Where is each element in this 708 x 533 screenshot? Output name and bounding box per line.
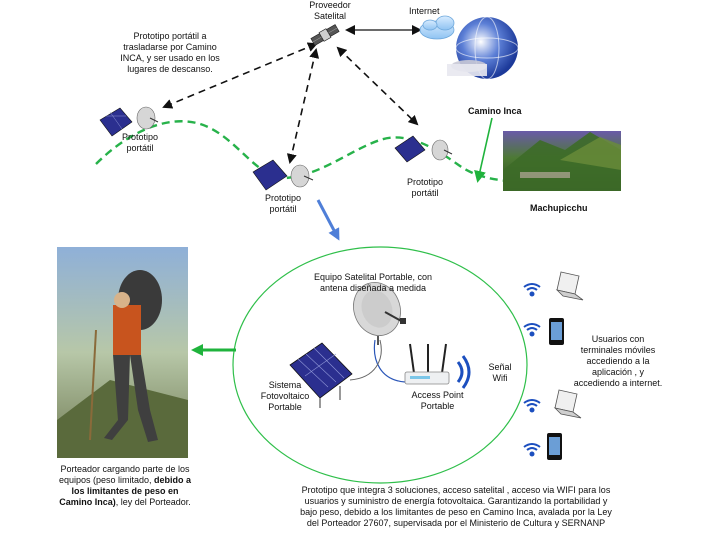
pv-line: Sistema bbox=[268, 380, 302, 390]
users-line: Usuarios con bbox=[591, 334, 645, 344]
note-line: lugares de descanso. bbox=[127, 64, 213, 74]
users-line: accediendo a internet. bbox=[573, 378, 663, 388]
camino-inca-trail bbox=[95, 120, 513, 184]
wifi-icon bbox=[523, 399, 541, 413]
bottom-caption-line: Prototipo que integra 3 soluciones, acce… bbox=[301, 485, 611, 495]
wifi-signal-label: Señal Wifi bbox=[480, 362, 520, 384]
machupicchu-photo bbox=[503, 131, 621, 191]
users-line: aplicación , y bbox=[591, 367, 645, 377]
dish-icon bbox=[136, 106, 159, 130]
dish-icon bbox=[353, 282, 406, 345]
porter-caption-part: , ley del Porteador. bbox=[115, 497, 191, 507]
arrow-satellite-to-proto-center bbox=[286, 48, 320, 164]
cloud-icon bbox=[419, 15, 455, 40]
bottom-caption: Prototipo que integra 3 soluciones, acce… bbox=[276, 485, 636, 529]
porter-caption-line: Porteador cargando parte de los bbox=[60, 464, 190, 474]
provider-label-line: Proveedor bbox=[309, 0, 351, 10]
proto-label-line: Prototipo bbox=[121, 132, 159, 142]
note-line: Prototipo portátil a bbox=[133, 31, 207, 41]
solar-panel-icon bbox=[99, 107, 133, 137]
equipment-title-line: antena diseñada a medida bbox=[319, 283, 427, 293]
solar-panel-icon bbox=[252, 159, 288, 191]
bottom-caption-line: bajo peso, debido a los limitantes de pe… bbox=[300, 507, 612, 517]
note-line: trasladarse por Camino bbox=[123, 42, 217, 52]
proto-label-left: Prototipo portátil bbox=[110, 132, 170, 154]
blue-arrow-to-system bbox=[316, 199, 340, 241]
phone-icon bbox=[547, 433, 562, 460]
porter-caption-part: equipos (peso limitado, bbox=[58, 475, 155, 485]
porter-caption-bold: Camino Inca) bbox=[59, 497, 116, 507]
porter-caption-line: Camino Inca), ley del Porteador. bbox=[45, 497, 205, 508]
prototype-note: Prototipo portátil a trasladarse por Cam… bbox=[95, 31, 245, 75]
porter-caption: Porteador cargando parte de los equipos … bbox=[45, 464, 205, 508]
provider-label: Proveedor Satelital bbox=[300, 0, 360, 22]
users-line: terminales móviles bbox=[580, 345, 656, 355]
provider-label-line: Satelital bbox=[313, 11, 347, 21]
proto-label-line: portátil bbox=[269, 204, 297, 214]
cable bbox=[373, 339, 406, 383]
equipment-title: Equipo Satelital Portable, con antena di… bbox=[298, 272, 448, 294]
system-circle bbox=[232, 246, 528, 484]
ap-line: Portable bbox=[420, 401, 455, 411]
camino-inca-label: Camino Inca bbox=[468, 106, 522, 116]
camino-inca-arrow bbox=[474, 117, 493, 183]
porter-photo bbox=[57, 247, 188, 458]
arrow-satellite-to-proto-right bbox=[336, 46, 419, 126]
bottom-caption-line: usuarios y suministro de energía fotovol… bbox=[304, 496, 608, 506]
access-point-label: Access Point Portable bbox=[400, 390, 475, 412]
pv-line: Portable bbox=[268, 402, 302, 412]
users-note: Usuarios con terminales móviles accedien… bbox=[563, 334, 673, 389]
proto-label-line: portátil bbox=[126, 143, 154, 153]
wifi-icon bbox=[523, 443, 541, 457]
dish-icon bbox=[290, 164, 314, 188]
proto-label-right: Prototipo portátil bbox=[395, 177, 455, 199]
wifi-line: Señal bbox=[488, 362, 512, 372]
cable bbox=[349, 339, 382, 381]
proto-label-line: Prototipo bbox=[406, 177, 444, 187]
solar-panel-icon bbox=[289, 342, 353, 408]
equipment-title-line: Equipo Satelital Portable, con bbox=[313, 272, 433, 282]
wifi-signal-icon bbox=[456, 355, 471, 389]
machupicchu-label: Machupicchu bbox=[530, 203, 588, 213]
ap-line: Access Point bbox=[411, 390, 464, 400]
internet-label: Internet bbox=[409, 6, 440, 16]
solar-panel-icon bbox=[394, 135, 426, 163]
prototype-right bbox=[394, 135, 453, 163]
porter-caption-bold: debido a bbox=[154, 475, 192, 485]
router-icon bbox=[404, 343, 450, 385]
porter-caption-line: los limitantes de peso en bbox=[71, 486, 179, 496]
proto-label-center: Prototipo portátil bbox=[253, 193, 313, 215]
phone-icon bbox=[549, 318, 564, 345]
wifi-icon bbox=[523, 283, 541, 297]
prototype-left bbox=[99, 106, 159, 137]
dish-icon bbox=[431, 139, 453, 161]
laptop-icon bbox=[555, 271, 584, 301]
note-line: INCA, y ser usado en los bbox=[120, 53, 220, 63]
globe-icon bbox=[447, 16, 519, 80]
proto-label-line: Prototipo bbox=[264, 193, 302, 203]
prototype-center bbox=[252, 159, 314, 191]
laptop-icon bbox=[553, 389, 582, 419]
pv-line: Fotovoltaico bbox=[260, 391, 310, 401]
users-line: accediendo a la bbox=[586, 356, 650, 366]
bottom-caption-line: del Porteador 27607, supervisada por el … bbox=[306, 518, 606, 528]
pv-system-label: Sistema Fotovoltaico Portable bbox=[250, 380, 320, 413]
porter-caption-line: equipos (peso limitado, debido a bbox=[45, 475, 205, 486]
wifi-line: Wifi bbox=[492, 373, 508, 383]
satellite-icon bbox=[310, 24, 340, 46]
wifi-icon bbox=[523, 323, 541, 337]
proto-label-line: portátil bbox=[411, 188, 439, 198]
